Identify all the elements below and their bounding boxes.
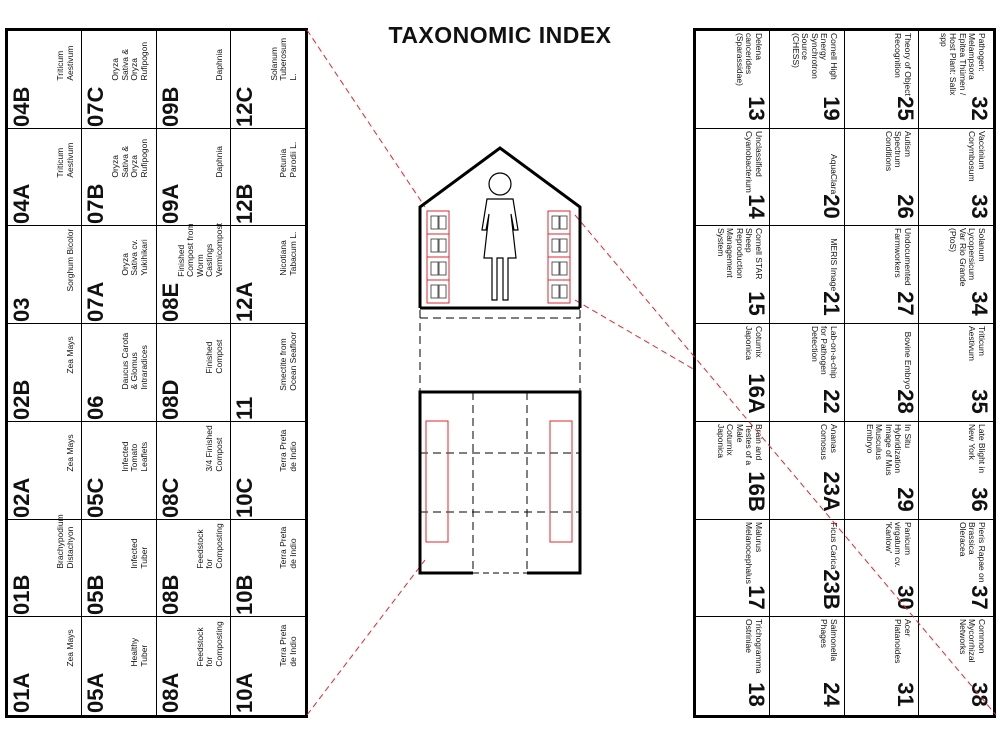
plan-walls: [418, 390, 582, 575]
projection-lines: [419, 310, 581, 392]
house-elevation: [418, 146, 582, 310]
plan-shelves: [425, 420, 573, 543]
shelf-books-right: [551, 215, 568, 299]
connector-lines: [306, 29, 997, 716]
page-title: TAXONOMIC INDEX: [388, 22, 612, 48]
connector-line-left-bottom: [306, 559, 426, 716]
floor-plan: [418, 390, 582, 575]
connector-line-left-top: [306, 29, 426, 208]
house-roof: [418, 146, 582, 308]
plan-shelf-right: [549, 420, 573, 543]
connector-line-right-bottom: [574, 299, 696, 371]
plan-shelf-left: [425, 420, 449, 543]
shelf-books-left: [430, 215, 447, 299]
connector-line-right-top: [574, 214, 997, 716]
shelf-unit-right: [547, 210, 571, 304]
person-icon: [481, 172, 519, 301]
shelf-unit-left: [426, 210, 450, 304]
